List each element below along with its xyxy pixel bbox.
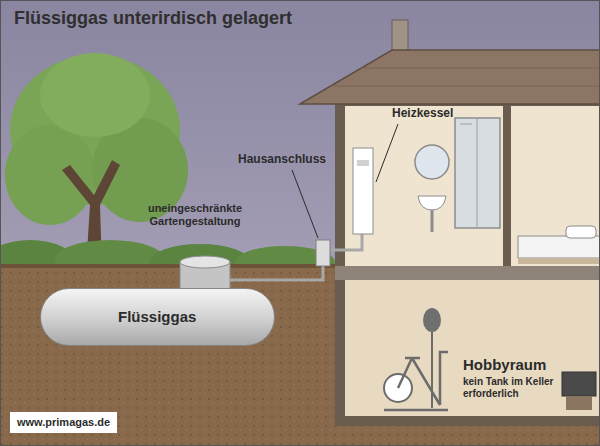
television	[566, 396, 592, 410]
house	[335, 96, 600, 426]
leader-line	[376, 124, 398, 182]
node-heading: Hobbyraum	[463, 356, 546, 374]
leader-line	[292, 170, 318, 238]
bathroom	[415, 145, 449, 179]
punching-ball	[423, 308, 441, 410]
house	[335, 96, 600, 426]
pipe	[230, 234, 362, 280]
house	[345, 106, 600, 266]
component-label: Heizkessel	[392, 106, 453, 120]
punching-ball	[424, 332, 440, 410]
pipe	[230, 234, 362, 280]
note: uneingeschränkte Gartengestaltung	[143, 202, 247, 228]
component-label: Hausanschluss	[238, 152, 326, 166]
title: Flüssiggas unterirdisch gelagert	[14, 8, 292, 30]
television	[562, 372, 596, 396]
bathroom	[415, 118, 500, 232]
exercise-bike	[384, 352, 448, 410]
bed	[518, 236, 600, 258]
node-text: kein Tank im Keller erforderlich	[463, 376, 555, 400]
house	[335, 266, 600, 280]
bed	[566, 226, 596, 238]
ground	[0, 264, 340, 268]
node-heading: Flüssiggas	[118, 308, 196, 326]
boiler	[353, 148, 373, 234]
house-connection-box	[316, 240, 330, 266]
tank: Flüssiggas	[40, 288, 275, 346]
tree	[40, 53, 150, 137]
bed	[518, 226, 600, 264]
roof	[330, 68, 600, 86]
roof	[300, 20, 600, 104]
house	[345, 280, 600, 416]
tank-dome	[180, 256, 230, 292]
house	[503, 106, 511, 266]
bathroom	[418, 196, 446, 210]
exercise-bike	[384, 352, 448, 410]
bathroom	[431, 210, 434, 232]
house-connection-box	[316, 240, 330, 266]
bathroom	[455, 118, 500, 228]
website: www.primagas.de	[10, 412, 117, 433]
tank-dome	[180, 256, 230, 268]
basement-room: Hobbyraum kein Tank im Keller erforderlic…	[345, 280, 600, 416]
bed	[518, 258, 600, 264]
punching-ball	[423, 308, 441, 332]
boiler	[353, 148, 373, 234]
leader-line	[292, 124, 398, 238]
tree	[5, 53, 188, 268]
bathroom	[460, 118, 477, 228]
television	[562, 372, 596, 410]
boiler	[357, 160, 369, 166]
tree	[5, 125, 95, 225]
roof	[300, 50, 600, 104]
